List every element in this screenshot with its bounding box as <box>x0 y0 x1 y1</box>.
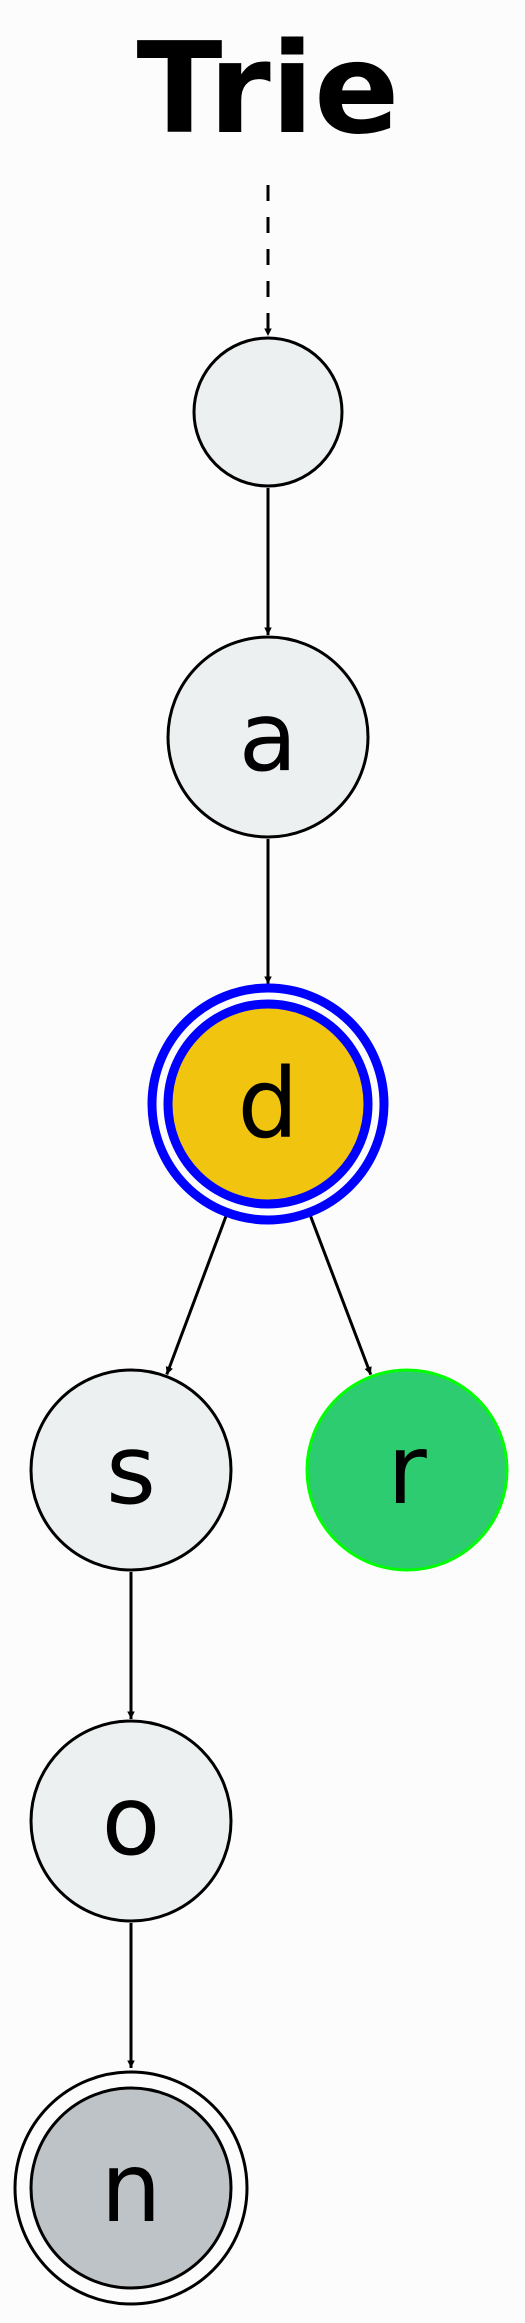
node-n: n <box>13 2070 249 2306</box>
node-a-label: a <box>239 681 298 793</box>
node-o-circle <box>29 1719 233 1923</box>
node-r-circle <box>305 1368 509 1572</box>
node-d: d <box>147 983 389 1225</box>
node-a-circle <box>166 635 370 839</box>
node-n-label: n <box>101 2132 162 2244</box>
edges <box>127 185 373 2068</box>
node-n-circle <box>29 2086 233 2290</box>
nodes: a d s r o n <box>13 336 509 2306</box>
node-d-outer-ring <box>147 983 389 1225</box>
node-o-label: o <box>102 1765 161 1877</box>
node-s-circle <box>29 1368 233 1572</box>
node-n-outer-ring <box>13 2070 249 2306</box>
diagram-title: Trie <box>137 15 400 162</box>
node-d-circle <box>163 999 373 1209</box>
node-d-label: d <box>238 1048 299 1160</box>
node-a: a <box>166 635 370 839</box>
node-root <box>192 336 344 488</box>
node-s-label: s <box>106 1414 156 1526</box>
node-o: o <box>29 1719 233 1923</box>
edge-d-r <box>309 1215 373 1376</box>
node-r-label: r <box>387 1414 427 1526</box>
node-s: s <box>29 1368 233 1572</box>
node-r: r <box>305 1368 509 1572</box>
node-root-circle <box>192 336 344 488</box>
edge-d-s <box>165 1215 228 1375</box>
